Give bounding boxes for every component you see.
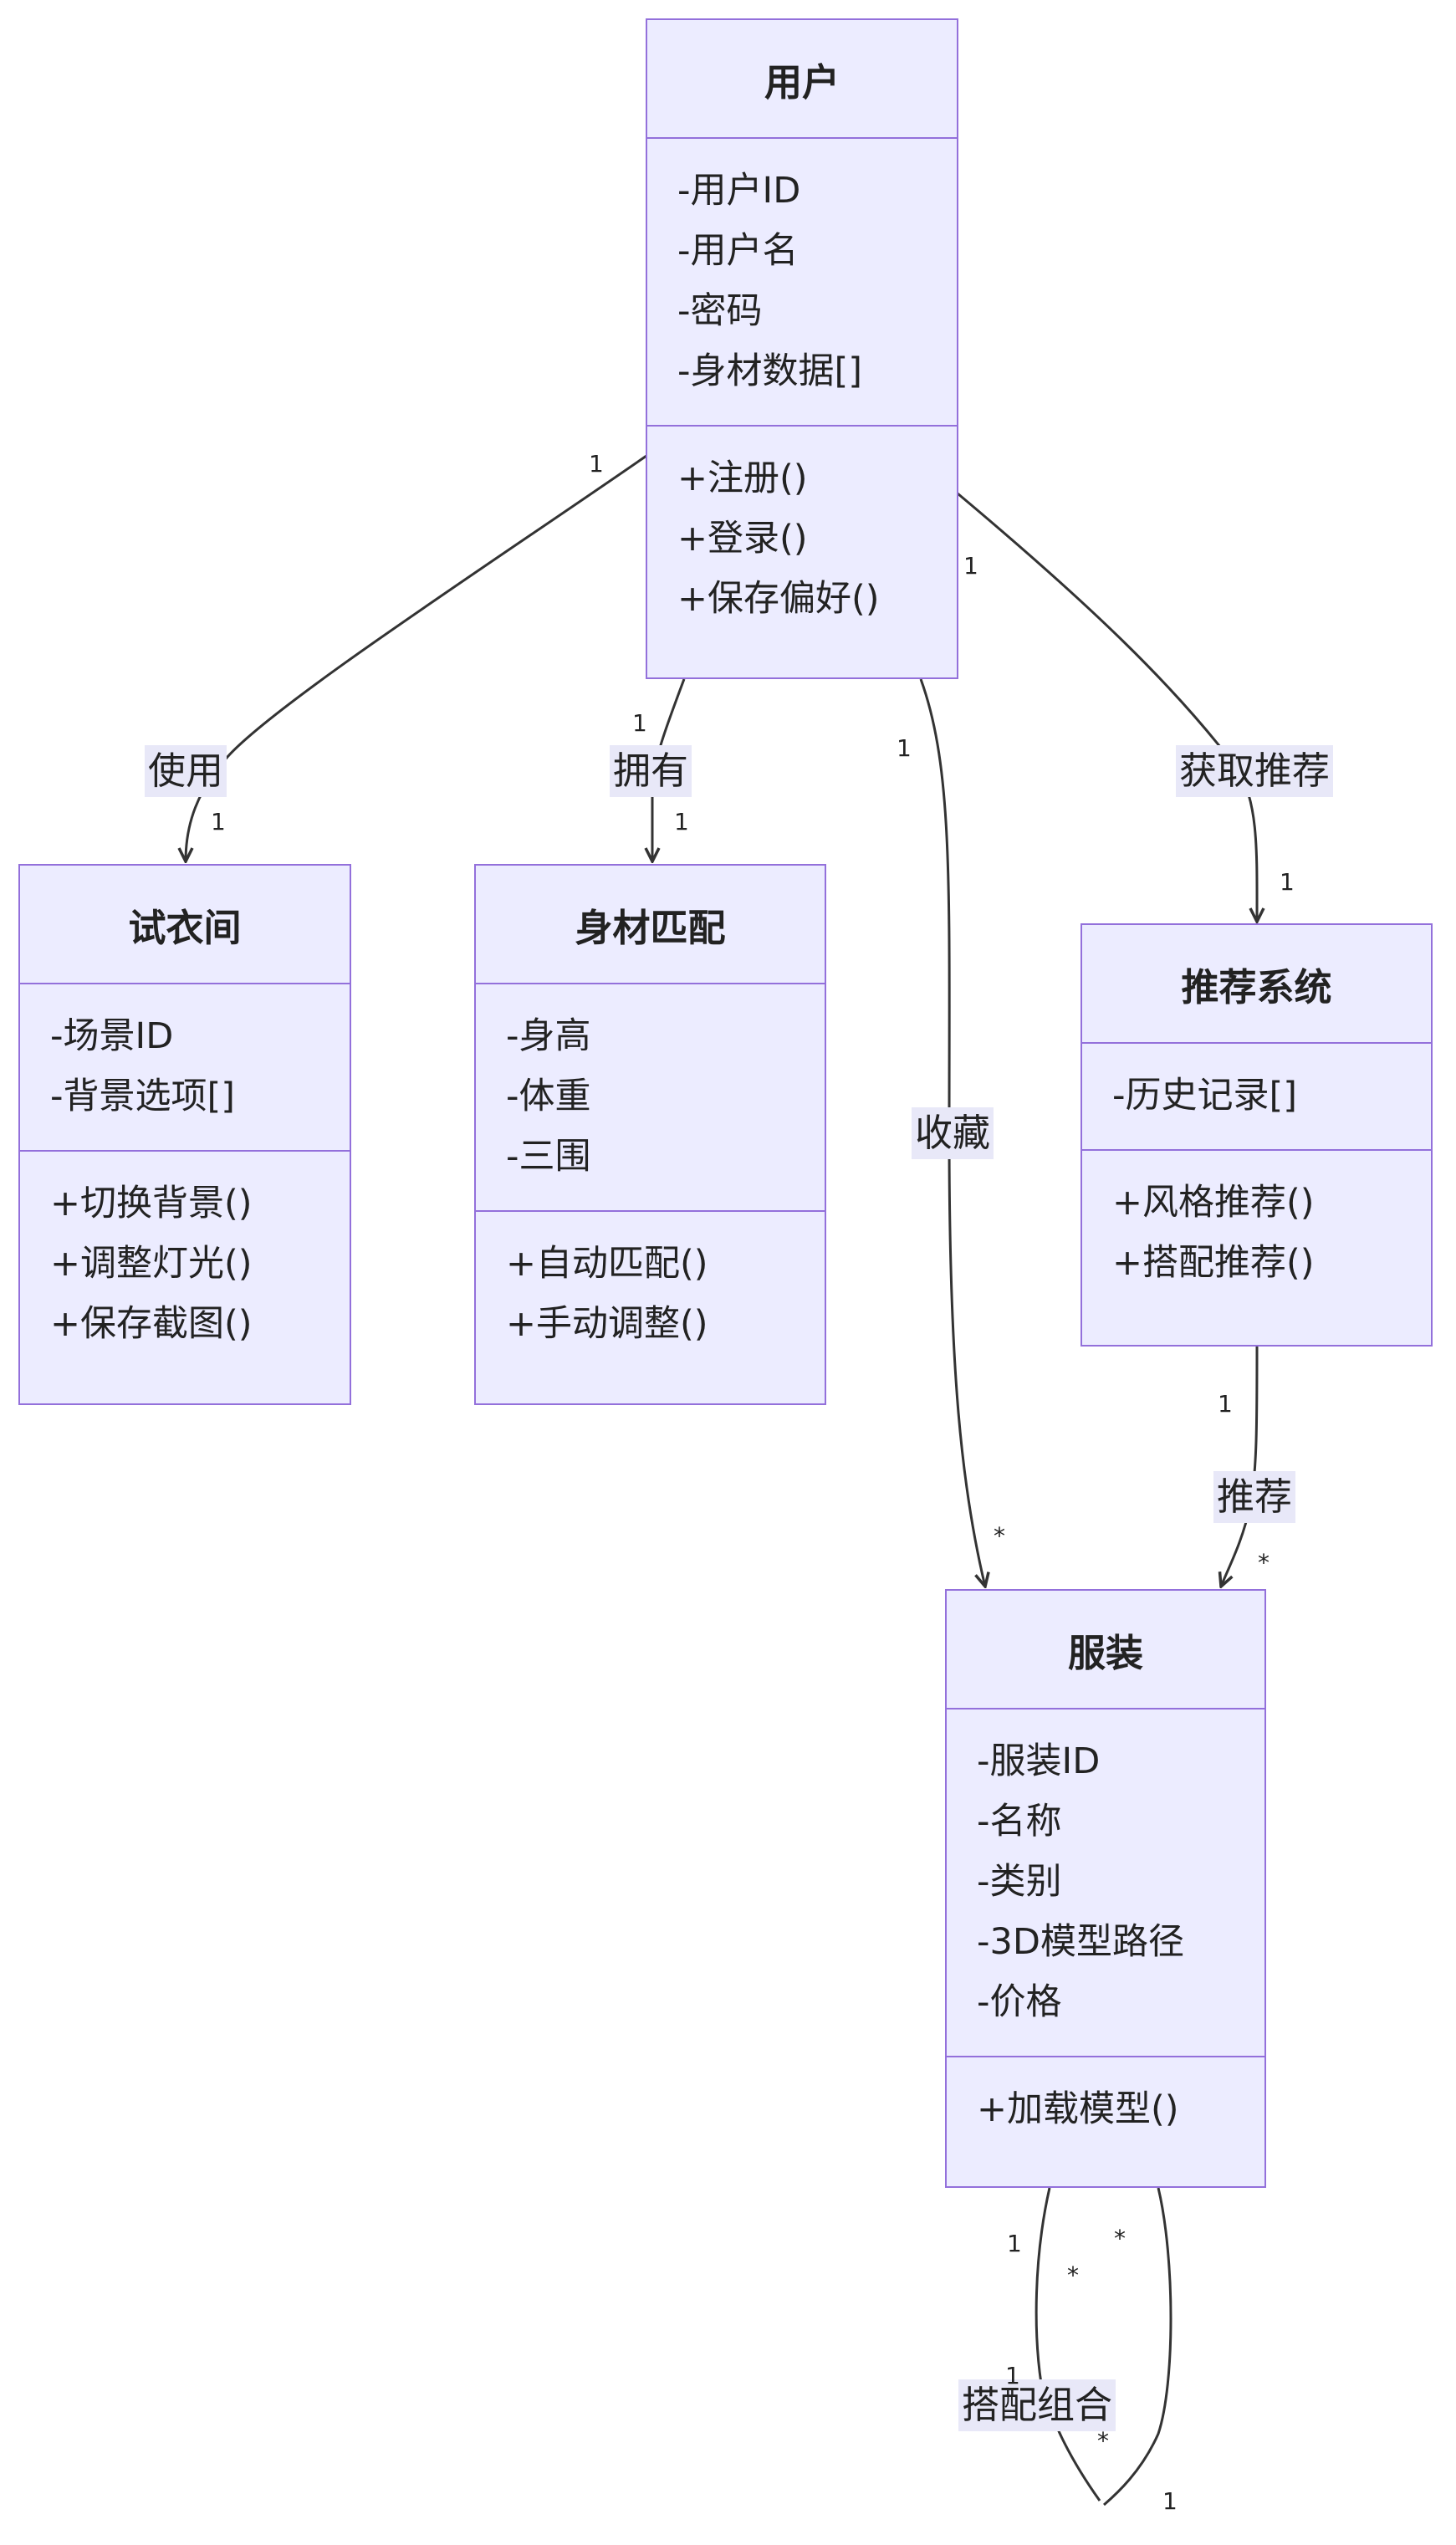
multiplicity: 1 <box>211 808 226 836</box>
multiplicity: 1 <box>897 734 912 762</box>
attribute: -类别 <box>977 1861 1062 1903</box>
attribute-section: -历史记录[] <box>1082 1044 1431 1149</box>
method: +搭配推荐() <box>1112 1242 1315 1284</box>
edge-user-fitting-room <box>186 454 647 861</box>
class-title: 服装 <box>947 1591 1264 1709</box>
edge-label-uses: 使用 <box>144 745 227 797</box>
class-title: 推荐系统 <box>1082 925 1431 1044</box>
class-title: 试衣间 <box>20 866 350 984</box>
attribute: -历史记录[] <box>1112 1075 1298 1117</box>
class-recommender: 推荐系统 -历史记录[] +风格推荐() +搭配推荐() <box>1081 923 1433 1347</box>
method: +自动匹配() <box>506 1243 708 1285</box>
multiplicity: 1 <box>1005 2362 1020 2389</box>
edge-label-owns: 拥有 <box>609 745 692 797</box>
edge-recommender-clothing <box>1221 1346 1259 1587</box>
attribute: -三围 <box>506 1136 591 1178</box>
multiplicity: * <box>1258 1549 1270 1577</box>
attribute-section: -身高 -体重 -三围 <box>476 984 825 1210</box>
method-section: +切换背景() +调整灯光() +保存截图() <box>20 1150 350 1377</box>
class-fitting-room: 试衣间 -场景ID -背景选项[] +切换背景() +调整灯光() +保存截图(… <box>18 864 351 1405</box>
multiplicity: 1 <box>1218 1390 1233 1418</box>
method: +切换背景() <box>50 1183 253 1224</box>
class-title: 身材匹配 <box>476 866 825 984</box>
method-section: +风格推荐() +搭配推荐() <box>1082 1149 1431 1316</box>
attribute: -用户ID <box>677 170 801 212</box>
method-section: +自动匹配() +手动调整() <box>476 1210 825 1377</box>
class-clothing: 服装 -服装ID -名称 -类别 -3D模型路径 -价格 +加载模型() <box>945 1589 1266 2188</box>
method: +保存截图() <box>50 1303 253 1345</box>
multiplicity: 1 <box>674 808 689 836</box>
method: +调整灯光() <box>50 1243 253 1285</box>
edge-label-recommends: 推荐 <box>1213 1471 1296 1523</box>
multiplicity: * <box>1114 2225 1126 2252</box>
attribute: -场景ID <box>50 1015 174 1057</box>
multiplicity: * <box>1097 2427 1109 2455</box>
class-title: 用户 <box>647 20 957 139</box>
attribute-section: -服装ID -名称 -类别 -3D模型路径 -价格 <box>947 1709 1264 2056</box>
attribute-section: -用户ID -用户名 -密码 -身材数据[] <box>647 139 957 425</box>
attribute: -背景选项[] <box>50 1076 236 1117</box>
attribute: -3D模型路径 <box>977 1921 1184 1963</box>
attribute: -名称 <box>977 1801 1062 1842</box>
multiplicity: * <box>1067 2261 1079 2289</box>
multiplicity: 1 <box>589 450 604 478</box>
method: +注册() <box>677 457 808 499</box>
edge-clothing-self-right <box>1103 2187 1172 2507</box>
multiplicity: 1 <box>1280 868 1295 896</box>
method: +手动调整() <box>506 1303 708 1345</box>
multiplicity: * <box>994 1522 1005 1550</box>
multiplicity: 1 <box>1007 2230 1022 2257</box>
multiplicity: 1 <box>1162 2487 1178 2515</box>
edge-clothing-self-left <box>1035 2187 1101 2502</box>
method-section: +注册() +登录() +保存偏好() <box>647 425 957 652</box>
method: +登录() <box>677 518 808 560</box>
edge-user-recommender <box>957 492 1257 922</box>
attribute: -体重 <box>506 1076 591 1117</box>
class-user: 用户 -用户ID -用户名 -密码 -身材数据[] +注册() +登录() +保… <box>646 18 958 679</box>
method: +加载模型() <box>977 2088 1179 2130</box>
multiplicity: 1 <box>632 709 647 737</box>
attribute: -密码 <box>677 290 763 332</box>
attribute: -服装ID <box>977 1740 1101 1782</box>
method-section: +加载模型() <box>947 2056 1264 2163</box>
multiplicity: 1 <box>963 552 978 580</box>
attribute-section: -场景ID -背景选项[] <box>20 984 350 1150</box>
attribute: -用户名 <box>677 230 799 272</box>
attribute: -价格 <box>977 1981 1062 2023</box>
attribute: -身材数据[] <box>677 350 863 392</box>
edge-label-outfit: 搭配组合 <box>958 2379 1116 2431</box>
edge-label-gets-recommendation: 获取推荐 <box>1175 745 1334 797</box>
edge-label-favorites: 收藏 <box>911 1107 994 1159</box>
class-body-match: 身材匹配 -身高 -体重 -三围 +自动匹配() +手动调整() <box>474 864 826 1405</box>
method: +风格推荐() <box>1112 1182 1315 1224</box>
attribute: -身高 <box>506 1015 591 1057</box>
method: +保存偏好() <box>677 578 880 620</box>
